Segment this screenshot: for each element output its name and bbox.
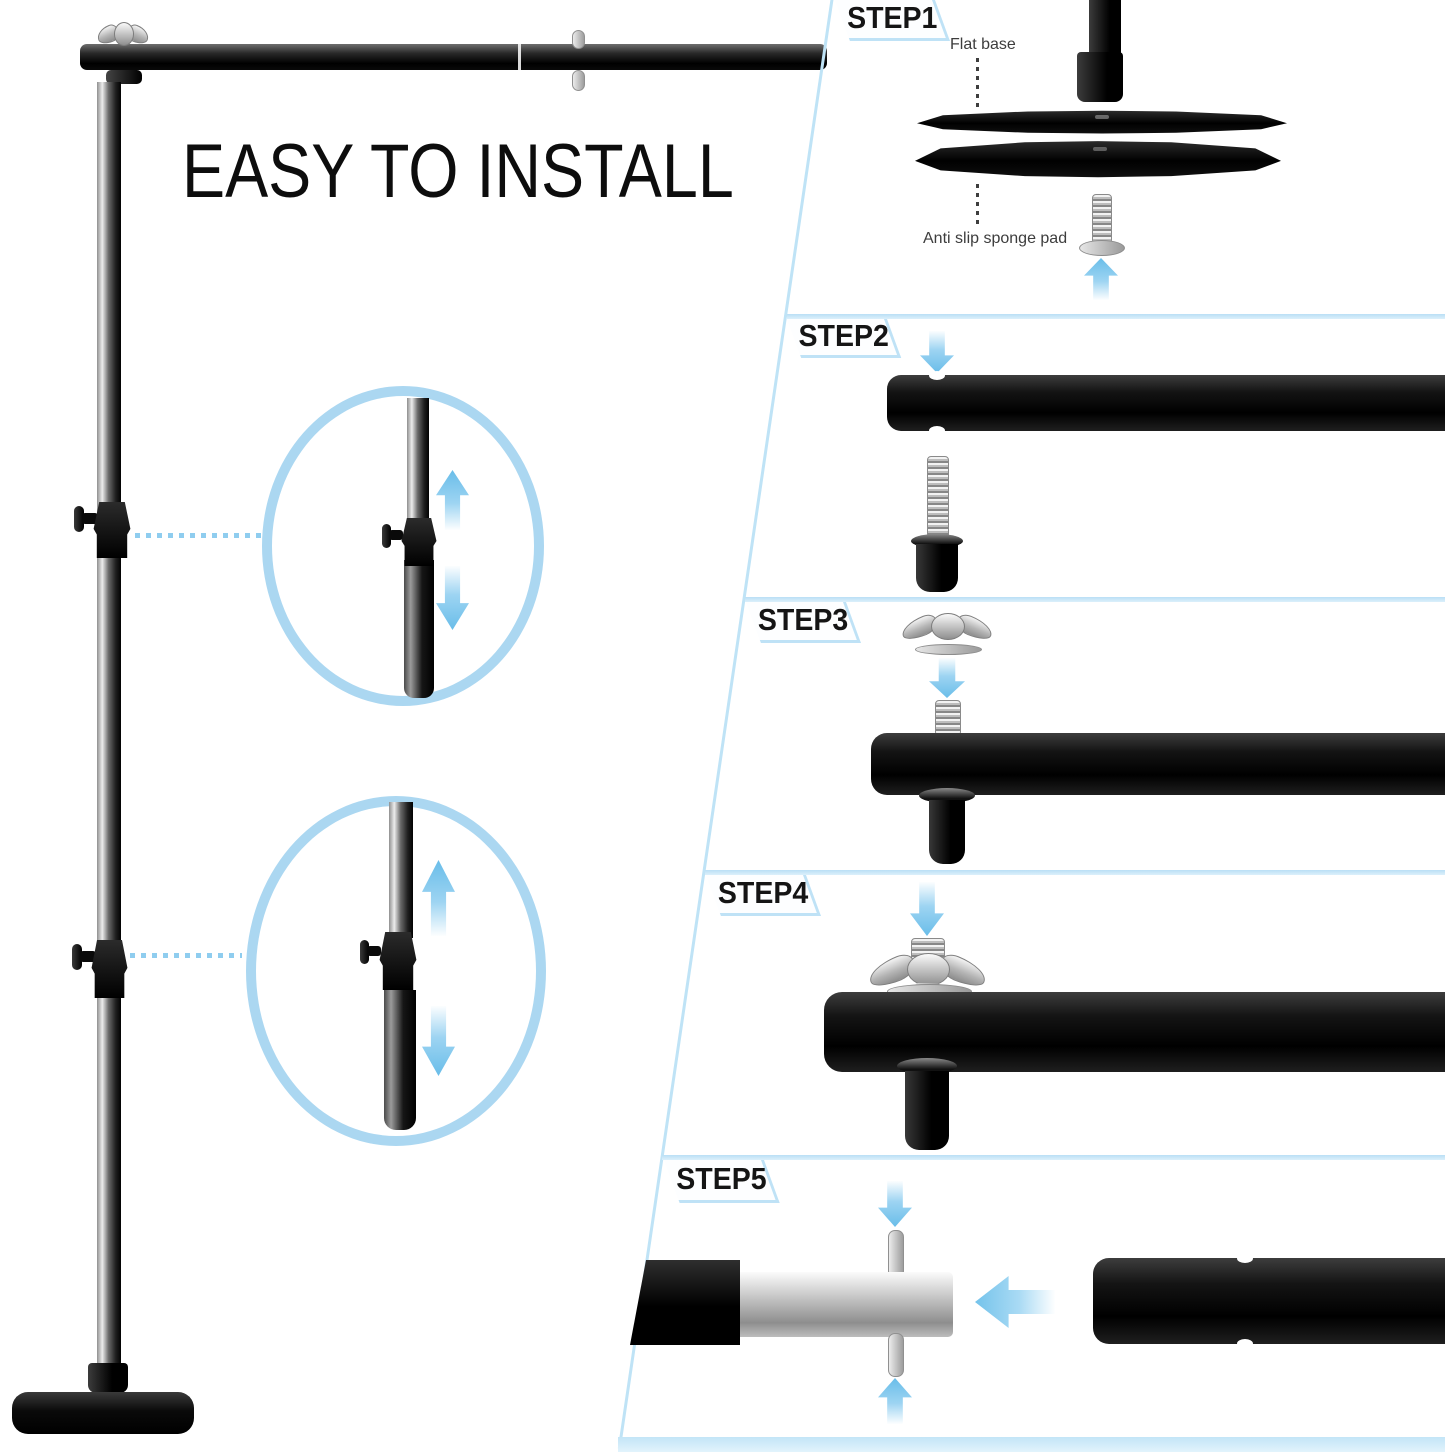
zoom2-knob-shaft [367,946,381,956]
bottom-accent-band [618,1437,1445,1452]
step1-sponge-pad-plate [915,141,1281,178]
step2-screw-shaft-icon [927,456,949,540]
step3-sleeve-flange [919,788,975,803]
zoom1-pole-upper [407,398,429,524]
separator-step2 [787,314,1445,319]
step3-washer-icon [915,644,982,655]
step2-sleeve-body [916,544,958,592]
zoom2-knob-clamp [379,932,417,990]
knob2-handle-shaft [80,951,96,962]
zoom2-pole-upper [389,802,413,938]
tab-step4-label: STEP4 [717,875,809,910]
step3-arrow-down-icon [929,658,965,698]
crossbar-pin-bottom-icon [572,70,585,91]
step1-screw-shaft-icon [1092,194,1112,244]
step5-pin-bottom-icon [888,1333,904,1377]
step4-sleeve-body [905,1071,949,1150]
knob1-clamp [93,502,131,558]
tab-step2-label: STEP2 [798,318,889,353]
step1-arrow-up-icon [1084,258,1118,300]
page-title: EASY TO INSTALL [182,129,734,214]
step1-pole-top [1089,0,1121,54]
separator-step3 [745,597,1445,602]
knob2-handle-cap [72,944,82,970]
step5-right-pole [1093,1258,1445,1344]
step4-sleeve-flange [897,1058,957,1074]
base-collar [88,1363,128,1393]
tab-step5-label: STEP5 [676,1161,767,1196]
crossbar-pin-top-icon [572,30,585,49]
zoom1-knob-shaft [389,530,403,540]
tab-step5: STEP5 [664,1160,780,1203]
zoom-circle-2-icon [246,796,546,1146]
step3-crossbar-section [871,733,1445,795]
step1-pole-collar [1077,52,1123,102]
dotted-connector-2 [130,953,242,958]
zoom2-knob-cap [360,940,369,964]
step4-arrow-down-icon [910,882,944,936]
crossbar-seam [518,44,521,70]
tab-step1-label: STEP1 [847,0,938,35]
step2-hole-top [929,371,945,380]
flat-base-plate [12,1392,194,1434]
dotted-connector-1 [135,533,267,538]
step1-plate2-hole-mark [1093,147,1107,151]
wing-nut-icon [94,22,152,50]
step1-screw-flange-icon [1079,240,1125,256]
vertical-pole [97,82,121,1366]
t-joint-collar [106,70,142,84]
flat-base-dotted-line [976,58,979,108]
tab-step1: STEP1 [835,0,950,41]
step3-sleeve-body [929,800,965,864]
tab-step4: STEP4 [706,875,821,916]
tab-step3: STEP3 [746,602,861,643]
step1-flat-base-plate [917,110,1287,134]
knob1-handle-shaft [82,513,98,524]
separator-step5 [662,1155,1445,1160]
step3-wing-nut-hub-icon [931,613,965,640]
step5-pin-top-icon [888,1230,904,1278]
zoom1-knob-clamp [401,518,437,566]
tab-step2: STEP2 [787,318,902,358]
step3-screw-shaft-icon [935,700,961,736]
step5-arrow-down-icon [878,1181,912,1227]
zoom1-knob-cap [382,524,391,548]
step3-wing-nut-icon [898,611,996,645]
separator-step4 [705,870,1445,875]
zoom-circle-1-icon [262,386,544,706]
step2-arrow-down-icon [920,331,954,373]
step2-hole-bottom [929,426,945,435]
step5-arrow-left-icon [975,1276,1055,1328]
tab-step3-label: STEP3 [757,602,849,637]
crossbar-pole [80,44,827,70]
zoom2-pole-lower [384,990,416,1130]
wing-nut-hub-icon [114,22,134,46]
anti-slip-label: Anti slip sponge pad [923,230,1068,247]
knob2-clamp [91,940,128,998]
step5-connector-tube [738,1272,953,1337]
step5-right-pole-hole-bottom [1237,1339,1253,1348]
flat-base-label: Flat base [950,36,1016,53]
step1-plate1-hole-mark [1095,115,1109,119]
knob1-handle-cap [74,506,84,532]
step5-left-pole-end [630,1260,740,1345]
zoom1-pole-lower [404,560,434,698]
diagonal-divider [617,0,834,1449]
step5-arrow-up-icon [878,1378,912,1424]
step4-wing-nut-hub-icon [906,953,951,987]
step2-crossbar-section [887,375,1445,431]
anti-slip-dotted-line [976,184,979,228]
step5-right-pole-hole-top [1237,1254,1253,1263]
